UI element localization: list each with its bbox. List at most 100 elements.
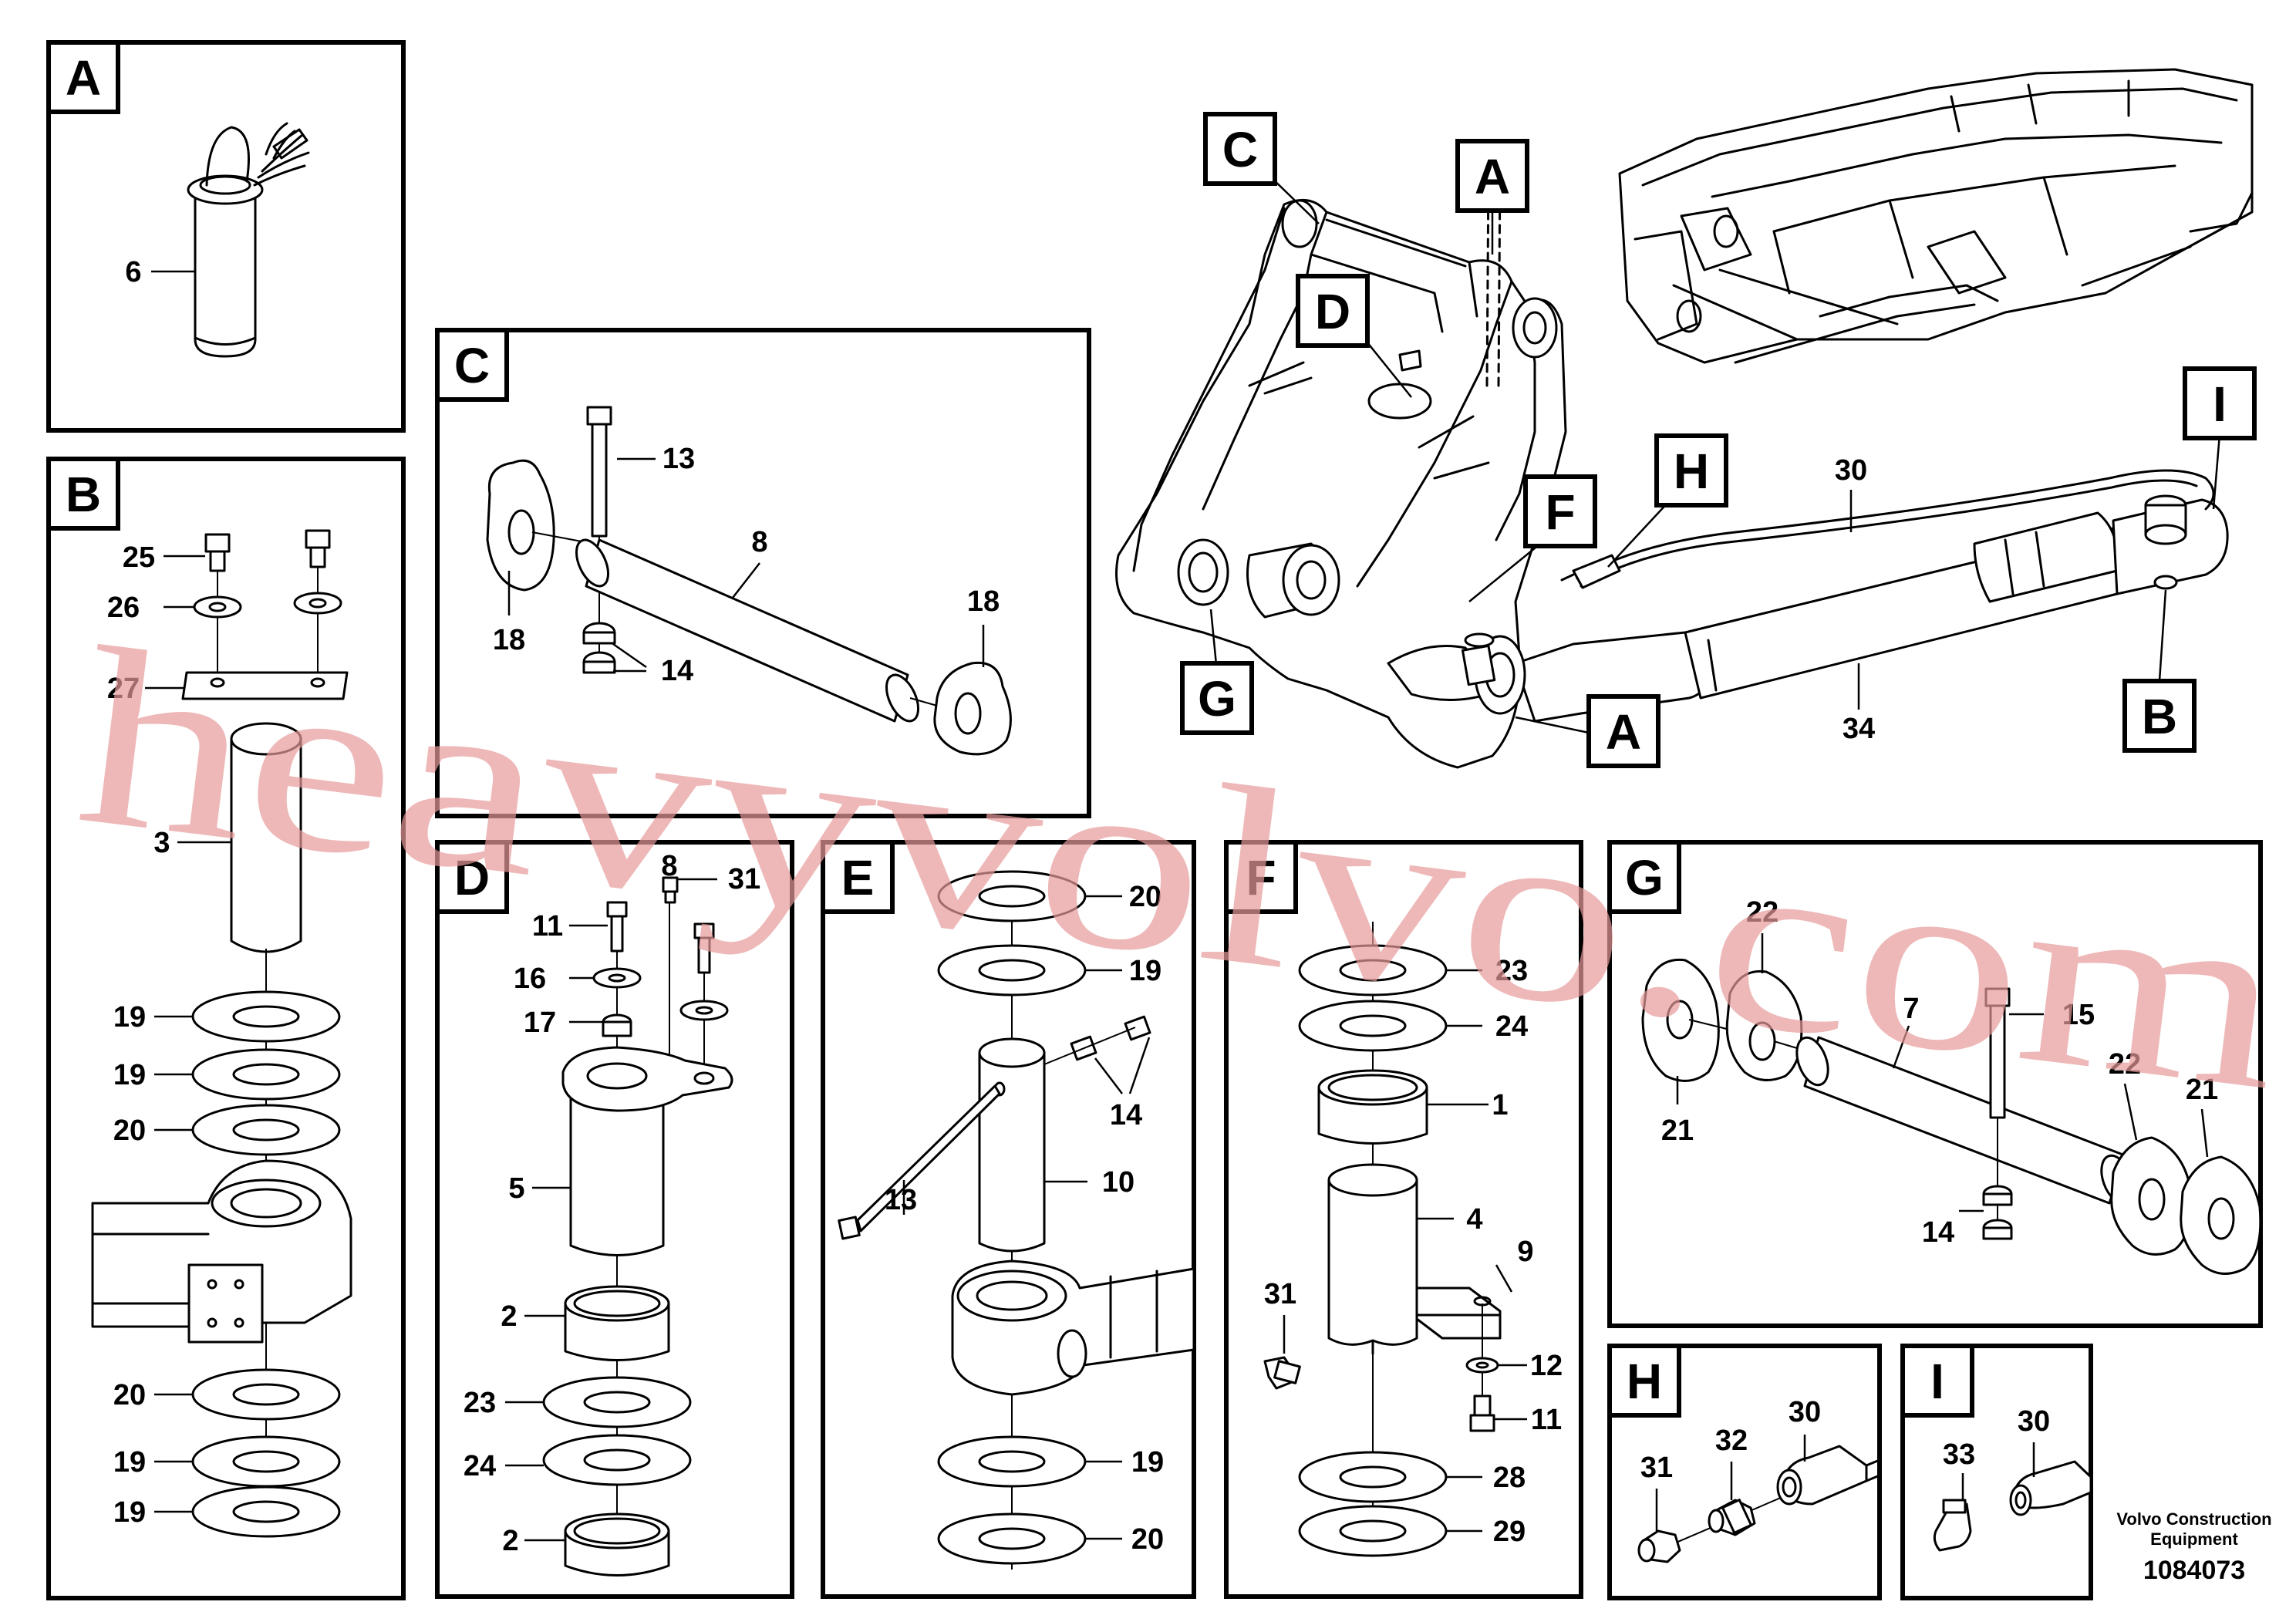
part-label: 14 [1110, 1099, 1142, 1131]
shim [191, 990, 341, 1043]
svg-text:C: C [1222, 122, 1258, 177]
detail-h: 30 32 31 [1637, 1396, 1881, 1563]
part-label: 8 [751, 526, 767, 558]
detail-a: 6 [125, 122, 310, 358]
svg-text:H: H [1674, 443, 1709, 499]
part-label: 22 [2109, 1048, 2141, 1081]
nut [1982, 1185, 2013, 1240]
part-label: 28 [1493, 1462, 1526, 1494]
pin [230, 722, 302, 953]
bolt [838, 1084, 1001, 1240]
elbow-fitting [1933, 1499, 1972, 1552]
hose-line [1560, 469, 2215, 589]
part-label: 19 [113, 1446, 146, 1479]
main-assembly-view: C A D F H I G A [1115, 68, 2257, 769]
svg-text:I: I [1930, 1354, 1944, 1409]
part-label: 2 [502, 1525, 518, 1557]
washer [679, 1000, 729, 1021]
bolt [1469, 1394, 1495, 1432]
bolt [305, 529, 331, 568]
svg-text:I: I [2213, 376, 2227, 432]
shim [542, 1434, 692, 1486]
part-label: 14 [661, 655, 693, 687]
detail-i: 30 33 [1933, 1405, 2092, 1552]
svg-text:F: F [1545, 484, 1575, 540]
view-tag-b: B [46, 457, 120, 531]
part-label: 21 [1661, 1114, 1694, 1147]
callout-tag-h: H [1654, 433, 1728, 508]
part-label: 3 [153, 827, 170, 859]
adapter [1708, 1499, 1756, 1536]
company-name-line-2: Equipment [2150, 1529, 2238, 1549]
view-tag-i: I [1900, 1344, 1974, 1418]
part-label: 23 [1495, 955, 1528, 987]
pin-with-grease-line [187, 122, 310, 358]
lock-plate [1415, 1286, 1502, 1340]
part-label: 20 [1129, 881, 1161, 913]
svg-text:D: D [1315, 284, 1350, 339]
part-label: 30 [1789, 1396, 1821, 1428]
plate-washer [933, 661, 1012, 756]
view-tag-d: D [435, 840, 509, 914]
machine-frame [1618, 68, 2254, 364]
view-tag-g: G [1607, 840, 1681, 914]
part-label: 19 [113, 1496, 146, 1529]
svg-text:G: G [1198, 671, 1236, 727]
detail-g: 22 7 15 22 21 21 14 [1641, 896, 2262, 1275]
part-label: 5 [508, 1172, 524, 1205]
svg-text:A: A [1475, 149, 1510, 204]
part-label: 11 [1531, 1404, 1562, 1436]
nut [582, 622, 616, 674]
grease-fitting [662, 876, 679, 904]
part-label: 21 [2186, 1074, 2218, 1106]
part-label: 20 [113, 1114, 146, 1147]
part-label: 6 [125, 256, 141, 288]
washer [293, 592, 342, 615]
lock-plate [181, 671, 349, 700]
part-label: 31 [728, 863, 760, 895]
swing-bracket [1115, 168, 1567, 769]
part-label: 22 [1746, 896, 1778, 929]
callout-tag-a: A [1586, 694, 1660, 768]
part-label: 30 [1835, 454, 1867, 487]
pin [1327, 1163, 1418, 1355]
shim [191, 1368, 341, 1421]
part-label: 9 [1517, 1236, 1533, 1268]
grease-fitting [1637, 1529, 1681, 1563]
part-label: 31 [1264, 1278, 1296, 1310]
part-label: 24 [464, 1450, 496, 1482]
part-label: 24 [1495, 1010, 1528, 1043]
part-label: 31 [1640, 1452, 1673, 1484]
shim [1298, 1000, 1448, 1052]
svg-text:B: B [66, 467, 101, 522]
callout-tag-b: B [2122, 679, 2197, 753]
part-label: 4 [1466, 1203, 1482, 1236]
drawing-number: 1084073 [2143, 1556, 2245, 1585]
washer [193, 595, 242, 619]
shim [191, 1048, 341, 1101]
part-label: 15 [2062, 999, 2095, 1031]
part-label: 34 [1843, 713, 1875, 745]
part-label: 2 [501, 1300, 517, 1333]
svg-text:B: B [2142, 689, 2177, 744]
pin [575, 538, 920, 723]
shim [937, 1512, 1087, 1565]
svg-text:C: C [454, 338, 490, 393]
detail-b: 25 26 27 3 19 19 20 20 19 19 [91, 529, 352, 1538]
part-label: 7 [1903, 993, 1919, 1025]
part-label: 25 [123, 541, 155, 574]
part-label: 12 [1530, 1350, 1563, 1382]
svg-text:G: G [1625, 850, 1664, 905]
svg-text:D: D [454, 850, 490, 905]
part-label: 32 [1715, 1425, 1748, 1457]
part-label: 27 [107, 673, 140, 705]
pin [978, 1037, 1046, 1253]
part-label: 29 [1493, 1516, 1526, 1548]
part-label: 30 [2018, 1405, 2050, 1438]
part-label: 11 [532, 910, 563, 943]
spacer [602, 1013, 632, 1037]
shim [191, 1435, 341, 1488]
part-label: 19 [1131, 1446, 1164, 1479]
callout-tag-d: D [1296, 274, 1370, 348]
